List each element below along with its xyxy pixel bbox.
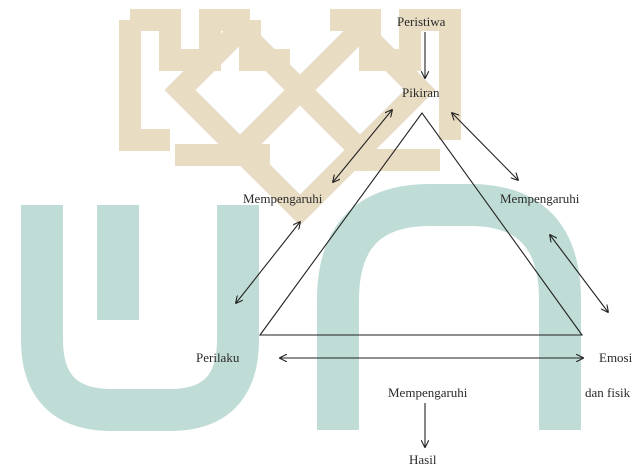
label-event: Peristiwa [397,14,446,29]
arrow-thought-left [333,110,392,182]
arrow-emotion-up [550,235,608,312]
label-influence-left: Mempengaruhi [243,191,323,206]
label-influence-bottom: Mempengaruhi [388,385,468,400]
arrow-behavior-up [236,222,300,303]
label-behavior: Perilaku [196,350,240,365]
arrow-thought-right [452,113,518,180]
label-thought: Pikiran [402,85,440,100]
label-influence-right: Mempengaruhi [500,191,580,206]
label-emotion-physical: dan fisik [585,385,631,400]
label-emotion: Emosi [599,350,633,365]
label-result: Hasil [409,452,437,467]
triangle [258,112,584,336]
